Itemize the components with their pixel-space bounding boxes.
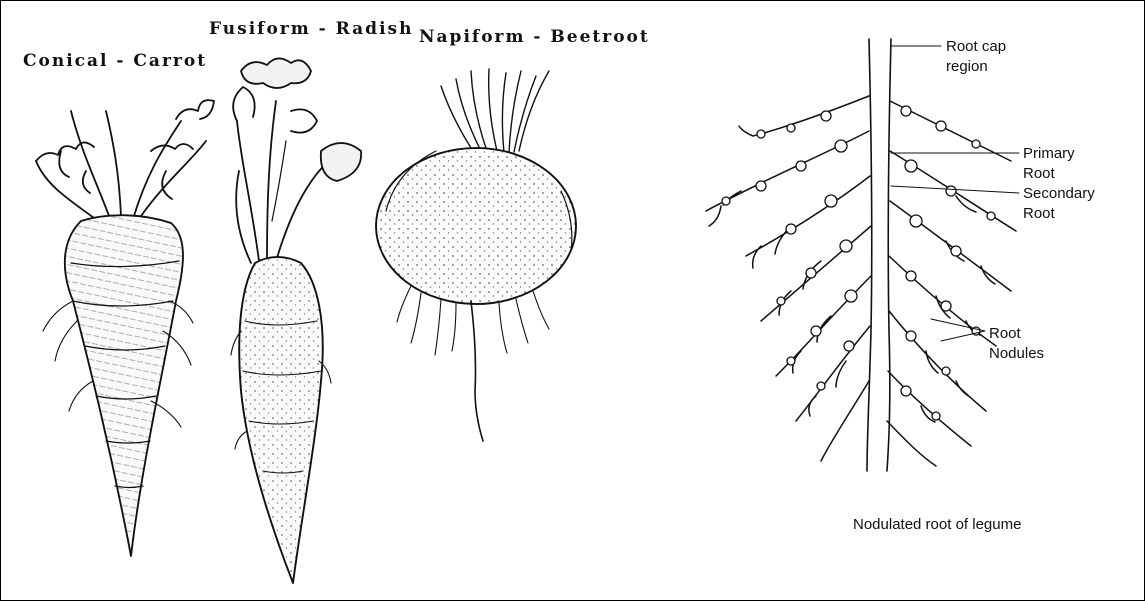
legume-root-drawing	[706, 39, 1019, 471]
radish-drawing	[231, 58, 361, 583]
beetroot-drawing	[376, 69, 576, 441]
carrot-drawing	[36, 100, 214, 556]
